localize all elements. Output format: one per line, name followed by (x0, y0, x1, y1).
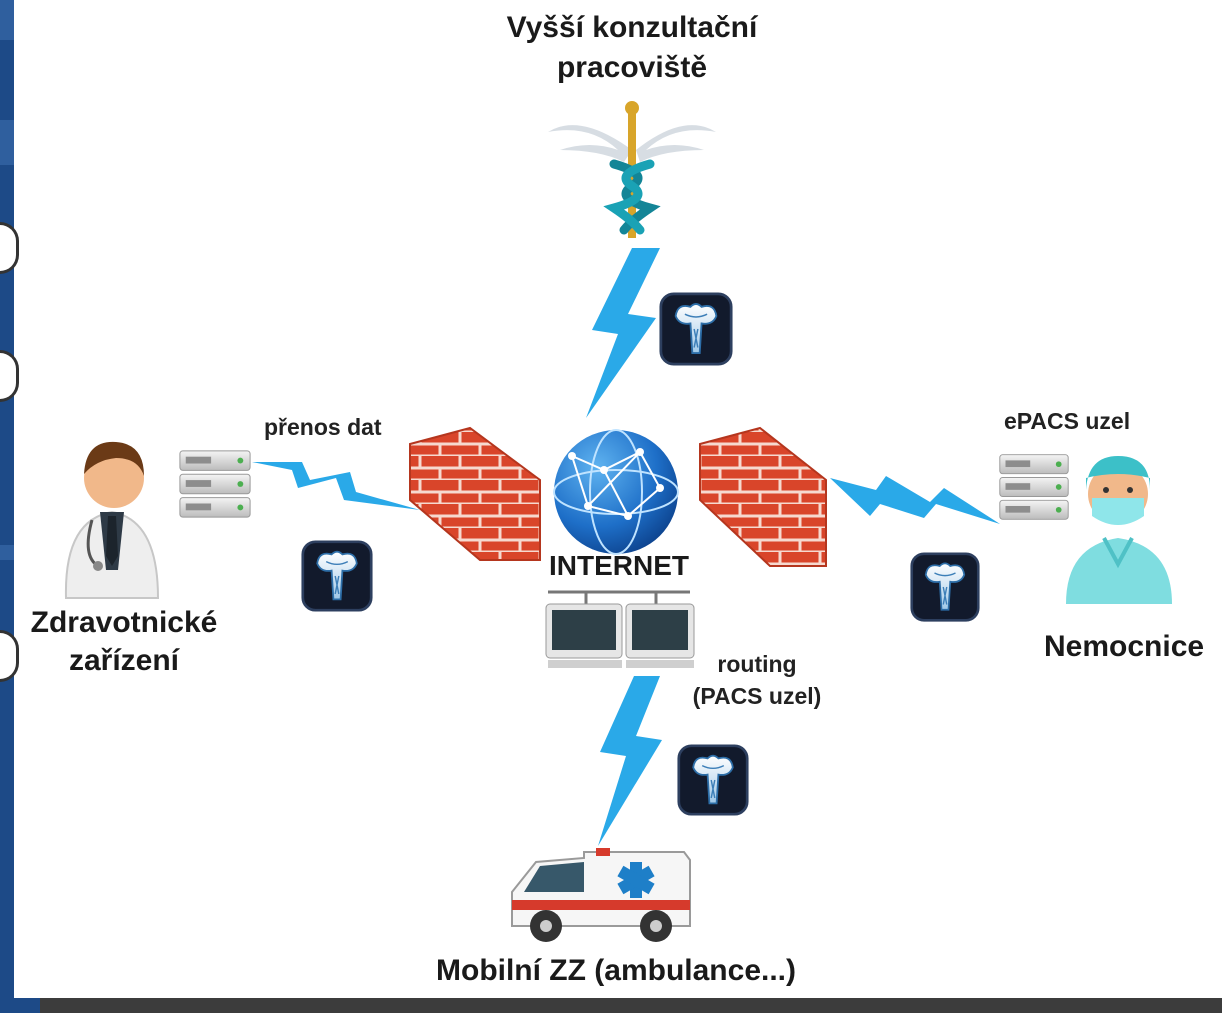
surgeon-icon (1066, 456, 1172, 604)
routing-label: routing (PACS uzel) (670, 648, 844, 712)
xray-image-icon (910, 552, 980, 622)
bottom-bar-accent (0, 998, 40, 1013)
link-to-ambulance (598, 676, 662, 846)
globe-icon (553, 429, 679, 555)
ambulance-label: Mobilní ZZ (ambulance...) (436, 954, 796, 987)
routing-label-line2: (PACS uzel) (692, 683, 822, 709)
consult-site-label-line2: pracoviště (556, 51, 708, 84)
routing-computers-icon (545, 590, 695, 668)
facility-label-line1: Zdravotnické (30, 606, 218, 639)
facility-label: Zdravotnické zařízení (14, 604, 234, 680)
link-to-consult-site (586, 248, 660, 418)
xray-image-icon (301, 540, 373, 612)
xray-image-icon (659, 292, 733, 366)
consult-site-label: Vyšší konzultační pracoviště (462, 8, 802, 88)
strip-segment (0, 40, 14, 120)
bottom-bar (0, 998, 1222, 1013)
xray-image-icon (677, 744, 749, 816)
link-to-hospital (830, 476, 1000, 524)
doctor-icon (64, 441, 160, 599)
caduceus-icon (548, 101, 716, 238)
consult-site-label-line1: Vyšší konzultační (506, 11, 758, 44)
epacs-node-label: ePACS uzel (1004, 408, 1131, 434)
hospital-server-icon (999, 454, 1069, 520)
link-to-facility (252, 462, 420, 510)
firewall-right-icon (699, 426, 827, 567)
routing-label-line1: routing (717, 651, 797, 677)
internet-label: INTERNET (549, 550, 689, 581)
firewall-left-icon (409, 426, 541, 561)
ambulance-icon (511, 848, 691, 942)
hospital-label: Nemocnice (1044, 630, 1205, 663)
facility-server-icon (179, 450, 251, 518)
facility-label-line2: zařízení (68, 644, 180, 677)
data-transfer-label: přenos dat (264, 414, 382, 440)
